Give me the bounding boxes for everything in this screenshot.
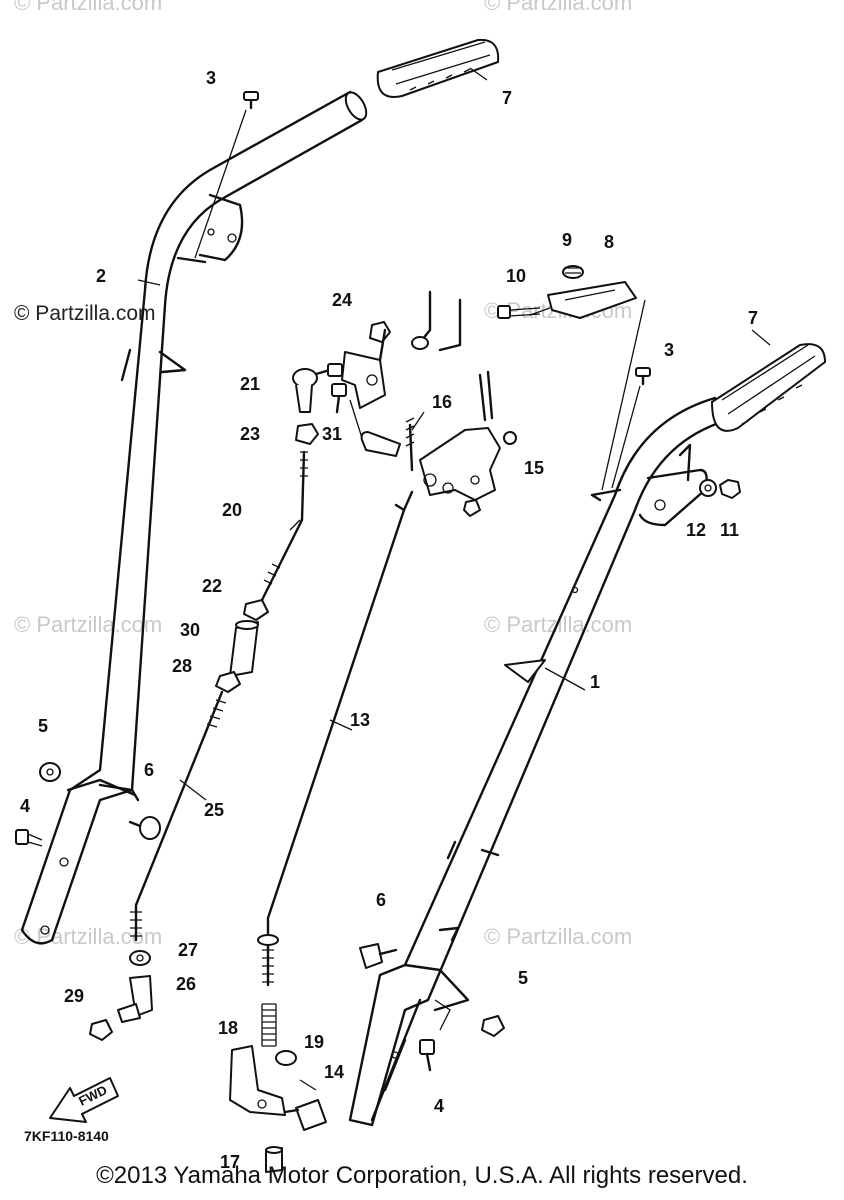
callout-24: 24 — [332, 290, 353, 310]
callout-3-right: 3 — [664, 340, 675, 360]
callout-22: 22 — [202, 576, 223, 596]
callout-7-left: 7 — [502, 88, 513, 108]
fitting-26 — [117, 975, 153, 1023]
cover-plate-8 — [529, 281, 646, 491]
nut-5-right — [481, 1015, 505, 1037]
callout-21: 21 — [240, 374, 261, 394]
left-handle-bar — [20, 90, 368, 945]
callout-5-right: 5 — [518, 968, 529, 988]
screw-top-left — [194, 91, 259, 259]
callout-16: 16 — [432, 392, 453, 412]
nut-28 — [215, 671, 241, 693]
callout-18: 18 — [218, 1018, 239, 1038]
watermark-top-left: © Partzilla.com — [14, 0, 163, 15]
nut-29 — [89, 1019, 113, 1041]
nut-9 — [562, 265, 584, 279]
left-grip — [376, 38, 500, 98]
rod-13 — [257, 490, 414, 987]
callout-2: 2 — [96, 266, 107, 286]
right-handle-bar — [348, 396, 730, 1127]
sleeve-30 — [229, 620, 259, 677]
fwd-arrow-icon — [49, 1077, 119, 1123]
bolt-31 — [331, 383, 347, 414]
watermark-mid-left: © Partzilla.com — [14, 612, 163, 637]
right-grip — [711, 343, 826, 432]
nut-19 — [275, 1050, 297, 1066]
callout-1: 1 — [590, 672, 601, 692]
callout-3-top: 3 — [206, 68, 217, 88]
leader-lines — [137, 67, 771, 1091]
callout-6-right: 6 — [376, 890, 387, 910]
nut-5-left — [39, 762, 61, 782]
callout-8: 8 — [604, 232, 615, 252]
callout-9: 9 — [562, 230, 573, 250]
lever-bracket — [360, 290, 517, 517]
pin-6-left — [128, 816, 161, 840]
rod-20 — [260, 450, 308, 602]
callout-11: 11 — [720, 520, 740, 540]
callout-7-right: 7 — [748, 308, 759, 328]
diagram-code: 7KF110-8140 — [24, 1128, 109, 1144]
watermark-low-right: © Partzilla.com — [484, 924, 633, 949]
bolt-4-left — [15, 829, 43, 847]
callout-17: 17 — [220, 1152, 241, 1172]
callout-31: 31 — [322, 424, 343, 444]
callout-27: 27 — [178, 940, 199, 960]
nut-27 — [129, 950, 151, 966]
spring-18 — [261, 1003, 277, 1047]
callout-12: 12 — [686, 520, 707, 540]
callout-23: 23 — [240, 424, 261, 444]
rod-end-21 — [292, 363, 343, 413]
callout-10: 10 — [506, 266, 527, 286]
nuts-11-12 — [699, 479, 741, 499]
callout-14: 14 — [324, 1062, 345, 1082]
bolt-4-right — [419, 1039, 435, 1072]
bolt-10 — [497, 305, 541, 319]
callout-25: 25 — [204, 800, 225, 820]
screw-right — [611, 367, 651, 489]
callout-26: 26 — [176, 974, 197, 994]
callout-30: 30 — [180, 620, 201, 640]
lower-bracket — [229, 1045, 327, 1173]
callout-4-right: 4 — [434, 1096, 445, 1116]
callout-6-left: 6 — [144, 760, 155, 780]
callout-4-left: 4 — [20, 796, 31, 816]
callout-13: 13 — [350, 710, 371, 730]
copyright-footer: ©2013 Yamaha Motor Corporation, U.S.A. A… — [96, 1162, 748, 1189]
callout-19: 19 — [304, 1032, 325, 1052]
nut-24-bracket — [341, 321, 391, 409]
callout-28: 28 — [172, 656, 193, 676]
rod-25 — [130, 690, 227, 942]
watermark-main: © Partzilla.com — [14, 302, 156, 325]
pin-6-right — [359, 943, 398, 969]
callout-15: 15 — [524, 458, 545, 478]
nut-23 — [295, 423, 319, 445]
nut-22 — [243, 599, 269, 621]
watermark-top-right: © Partzilla.com — [484, 0, 633, 15]
callout-29: 29 — [64, 986, 85, 1006]
callout-5-left: 5 — [38, 716, 49, 736]
callout-20: 20 — [222, 500, 243, 520]
